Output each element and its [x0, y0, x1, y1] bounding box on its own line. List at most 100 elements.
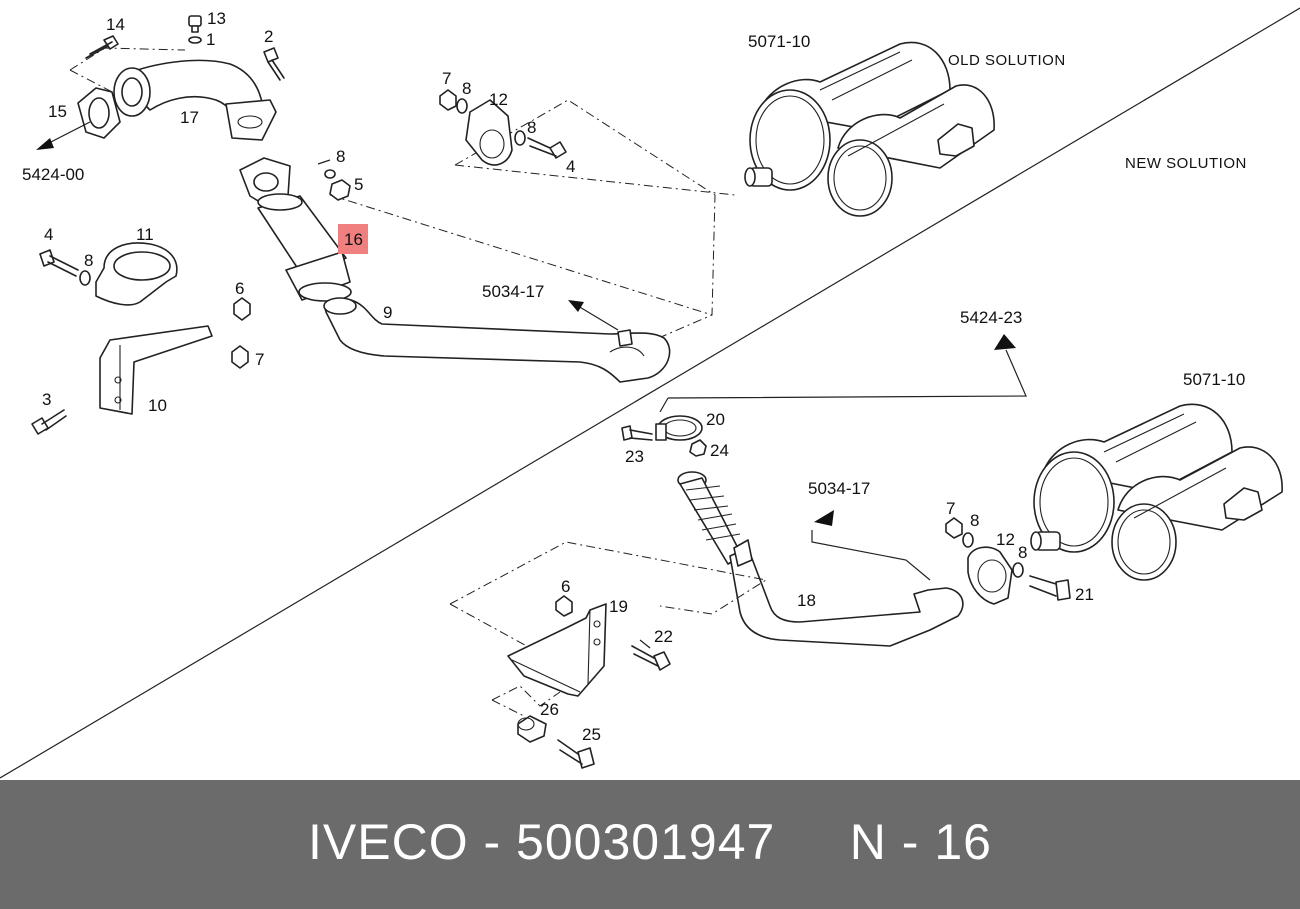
- bolt-3-icon: [31, 409, 67, 435]
- label-2: 2: [264, 27, 273, 46]
- gasket-15-icon: [77, 87, 121, 139]
- washer-8-upper-a-icon: [456, 98, 468, 114]
- label-23: 23: [625, 447, 644, 466]
- label-18: 18: [797, 591, 816, 610]
- nut-5-icon: [329, 179, 351, 201]
- nut-7-upper-icon: [439, 89, 457, 111]
- old-solution-label: OLD SOLUTION: [948, 52, 1066, 69]
- washer-8-upper-b-icon: [514, 130, 526, 146]
- label-17: 17: [180, 108, 199, 127]
- label-12-upper: 12: [489, 90, 508, 109]
- ref-5424-23: 5424-23: [960, 308, 1022, 327]
- label-8-lower-b: 8: [1018, 543, 1027, 562]
- label-6-upper: 6: [235, 279, 244, 298]
- label-6-lower: 6: [561, 577, 570, 596]
- label-5: 5: [354, 175, 363, 194]
- arrow-head-5034-17-lower-icon: [814, 510, 834, 526]
- group-line-bracket-19-2: [449, 603, 535, 651]
- label-4-upper: 4: [566, 157, 575, 176]
- lead-20: [659, 397, 669, 413]
- label-21: 21: [1075, 585, 1094, 604]
- label-26: 26: [540, 700, 559, 719]
- bolt-25-icon: [557, 739, 595, 769]
- label-24: 24: [710, 441, 729, 460]
- label-8-left: 8: [84, 251, 93, 270]
- label-16: 16: [344, 230, 363, 249]
- label-8-upper-left: 8: [336, 147, 345, 166]
- plug-13-icon: [188, 15, 202, 33]
- label-12-lower: 12: [996, 530, 1015, 549]
- bolt-2-icon: [263, 47, 285, 81]
- label-13: 13: [207, 9, 226, 28]
- bracket-10-icon: [99, 325, 213, 415]
- highlight-16-box: [338, 224, 368, 254]
- label-7-upper: 7: [255, 350, 264, 369]
- lead-22: [639, 639, 651, 649]
- label-19: 19: [609, 597, 628, 616]
- arrow-head-5424-23-icon: [994, 334, 1016, 350]
- washer-8-icon: [324, 169, 336, 179]
- label-9: 9: [383, 303, 392, 322]
- muffler-new-solution-icon: [1030, 403, 1283, 581]
- washer-1-icon: [188, 36, 202, 44]
- nut-6-icon: [233, 297, 251, 321]
- exploded-parts-diagram: 14 13 1 2 15 17 5424-00 8 5 16 4 11 8 6 …: [0, 7, 1300, 779]
- nut-24-icon: [689, 439, 707, 457]
- group-line-muffler-old: [454, 164, 736, 196]
- washer-8-lower-a-icon: [962, 532, 974, 548]
- arrow-head-5424-00-icon: [36, 138, 54, 150]
- arrow-head-5034-17-upper-icon: [568, 300, 584, 312]
- label-8-lower-a: 8: [970, 511, 979, 530]
- footer-part-caption: IVECO - 500301947 N - 16: [308, 813, 992, 870]
- label-7-bracket: 7: [442, 69, 451, 88]
- label-1: 1: [206, 30, 215, 49]
- label-7-lower: 7: [946, 499, 955, 518]
- ref-5071-10-old: 5071-10: [748, 32, 810, 51]
- label-4-left: 4: [44, 225, 53, 244]
- group-line-bracket-19: [449, 541, 768, 615]
- washer-8-lower-b-icon: [1012, 562, 1024, 578]
- group-line-26-25: [491, 685, 561, 707]
- bracket-12-icon: [465, 99, 513, 166]
- nut-7-icon: [231, 345, 249, 369]
- arrow-line-5034-17-upper: [577, 305, 619, 331]
- bolt-23-icon: [621, 425, 653, 441]
- arrow-line-5424-00: [44, 121, 91, 146]
- flange-pipe-16-icon: [239, 157, 352, 302]
- nut-6-lower-icon: [555, 595, 573, 617]
- bracket-19-icon: [507, 603, 607, 697]
- bolt-14-icon: [85, 35, 119, 59]
- label-10: 10: [148, 396, 167, 415]
- washer-8-left-icon: [79, 270, 91, 286]
- label-11: 11: [136, 225, 154, 244]
- arrow-line-5424-23: [667, 349, 1027, 399]
- label-3: 3: [42, 390, 51, 409]
- bolt-22-icon: [631, 645, 671, 671]
- muffler-old-solution-icon: [744, 41, 995, 217]
- spacer-26-icon: [517, 715, 547, 743]
- label-8-bracket-b: 8: [527, 118, 536, 137]
- ref-5071-10-new: 5071-10: [1183, 370, 1245, 389]
- bolt-4-upper-icon: [527, 137, 567, 159]
- clamp-20-icon: [655, 415, 703, 441]
- footer-bar: IVECO - 500301947 N - 16: [0, 780, 1300, 909]
- group-line-bracket-12: [454, 99, 716, 347]
- label-14: 14: [106, 15, 125, 34]
- bolt-21-icon: [1029, 575, 1071, 601]
- pipe-9-icon: [323, 297, 671, 383]
- arrow-line-5034-17-lower: [811, 530, 931, 581]
- bolt-4-left-icon: [39, 249, 79, 277]
- solution-divider-line: [0, 7, 1300, 779]
- label-22: 22: [654, 627, 673, 646]
- bracket-12-lower-icon: [967, 546, 1013, 605]
- ref-5034-17-lower: 5034-17: [808, 479, 870, 498]
- group-line-26-25-2: [491, 699, 525, 717]
- clamp-11-icon: [95, 242, 178, 306]
- lead-8-5: [317, 159, 331, 165]
- nut-7-lower-icon: [945, 517, 963, 539]
- pipe-18-icon: [677, 471, 964, 647]
- ref-5034-17-upper: 5034-17: [482, 282, 544, 301]
- elbow-pipe-17-icon: [113, 59, 277, 141]
- label-8-bracket-a: 8: [462, 79, 471, 98]
